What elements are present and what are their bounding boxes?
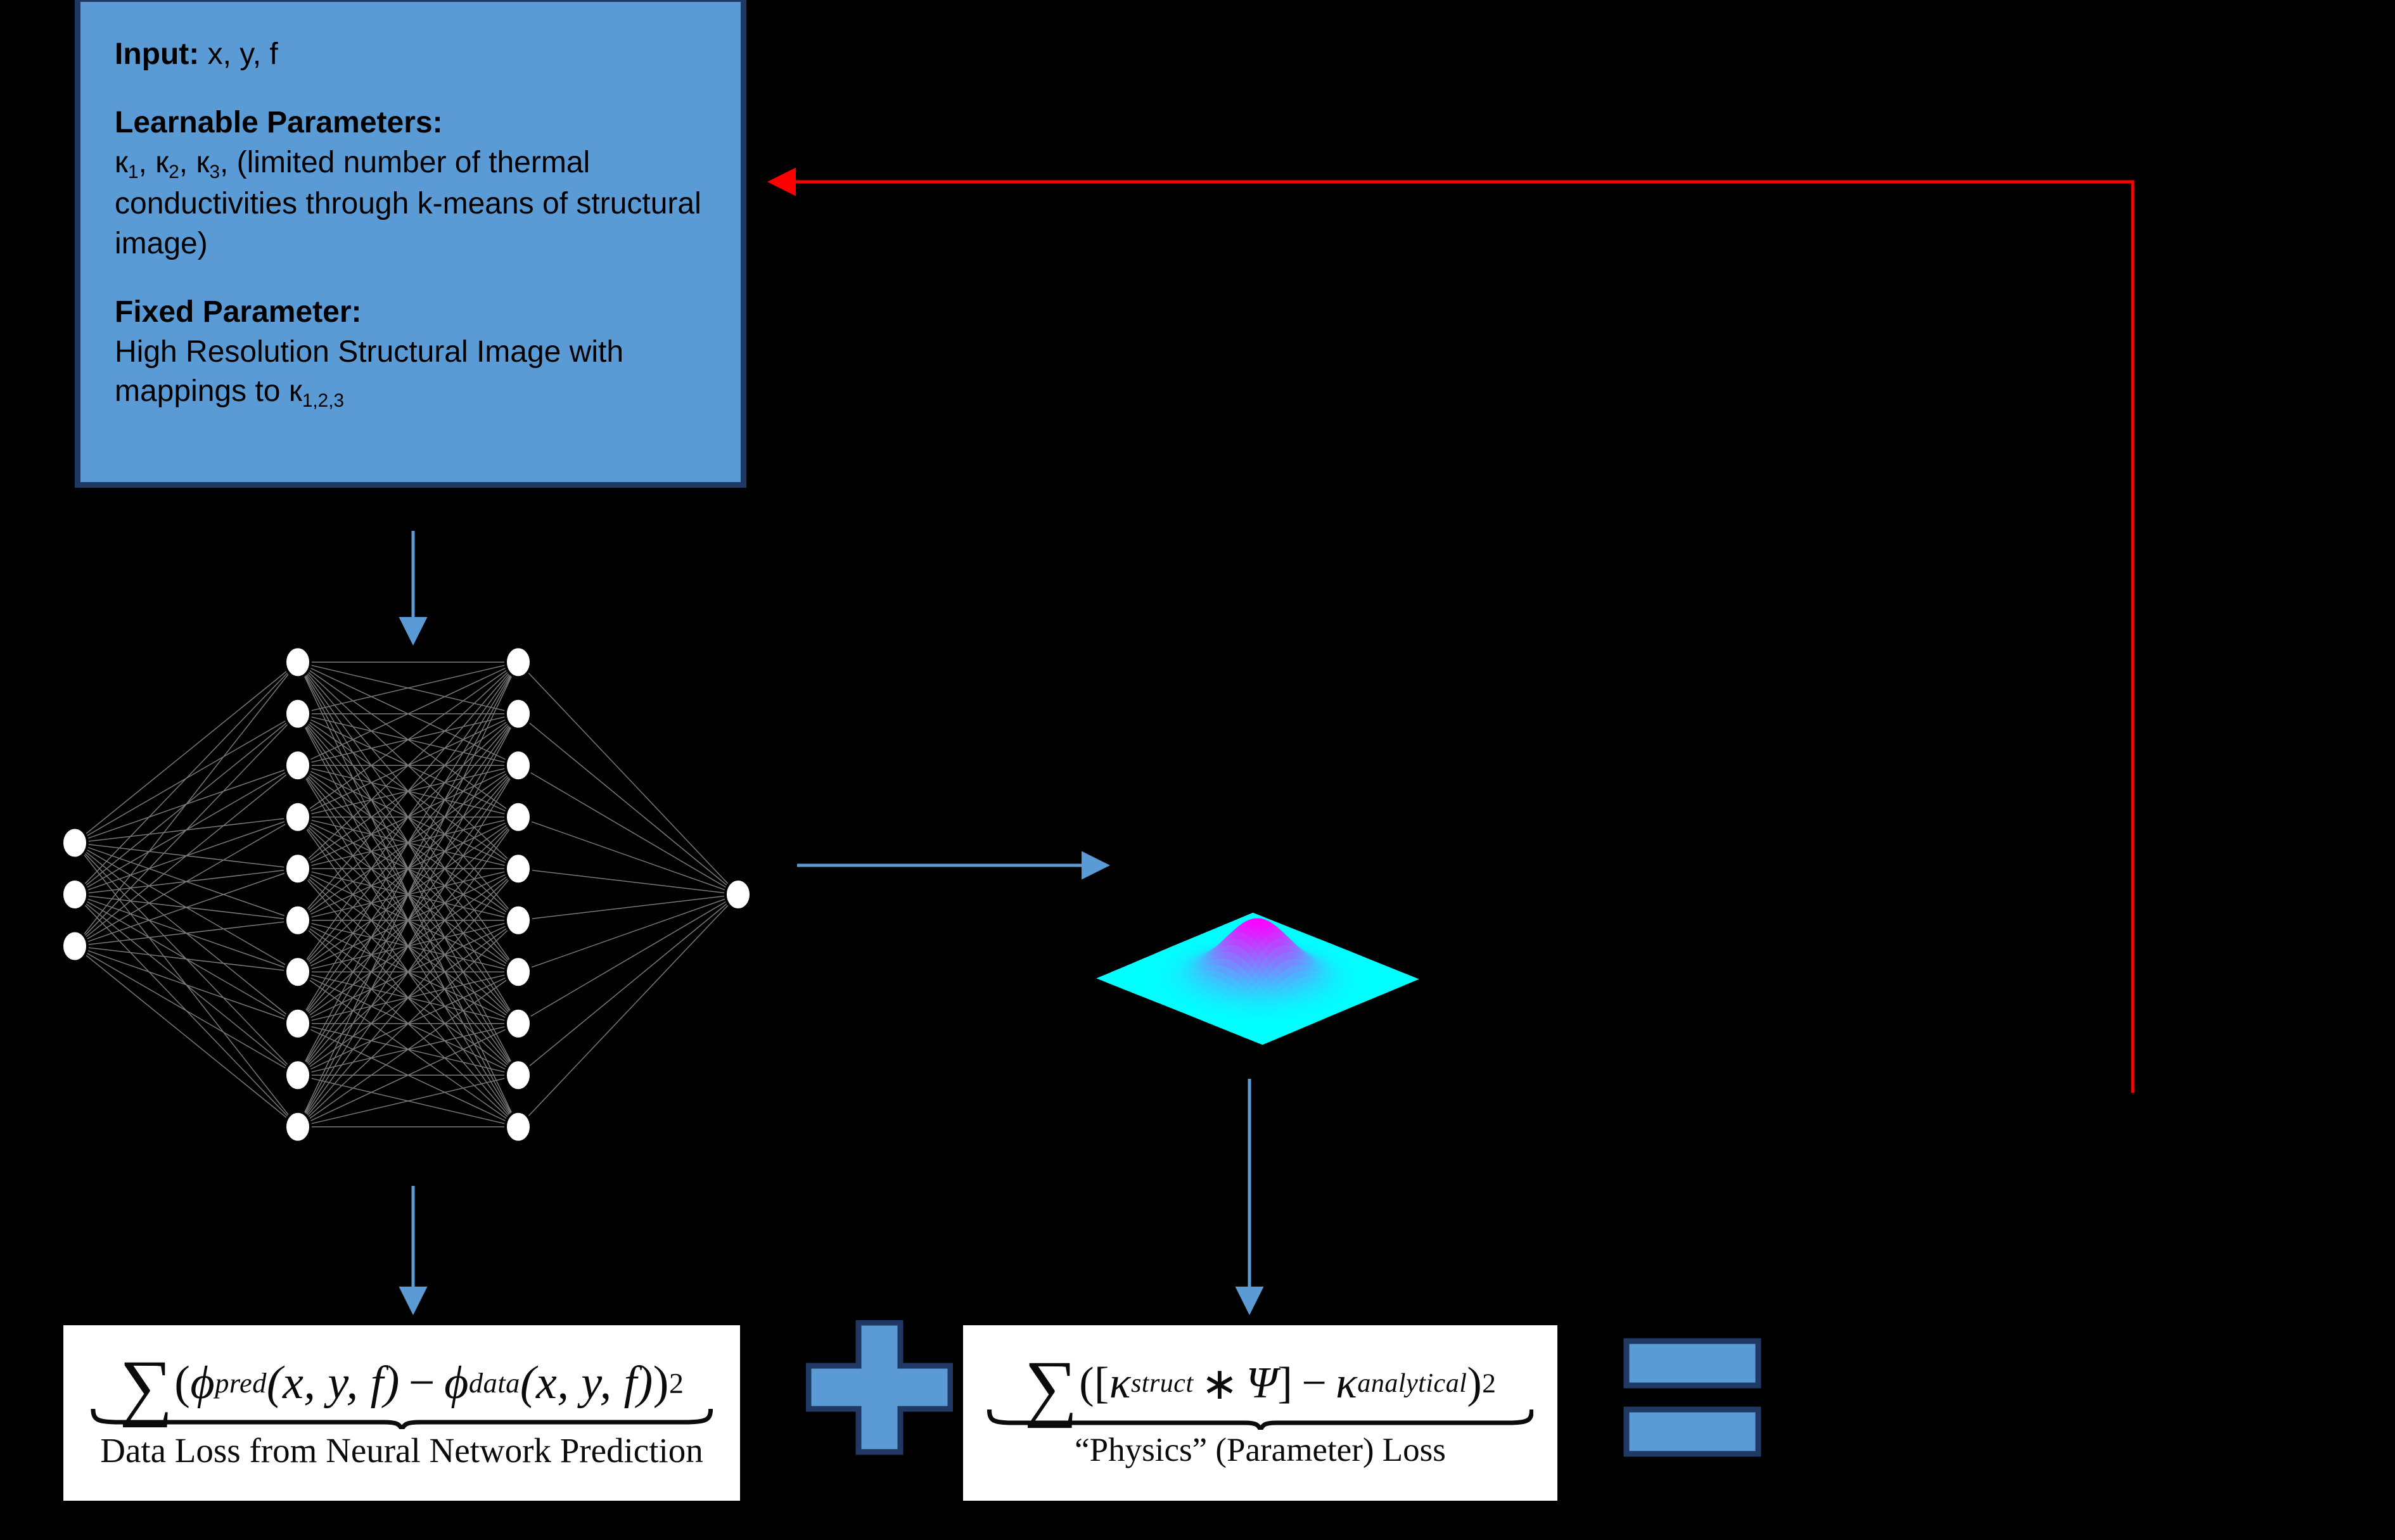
input-parameters-panel: Input: x, y, f Learnable Parameters: к1,… (75, 0, 746, 488)
learnable-parameters-text: (limited number of thermal conductivitie… (115, 145, 701, 260)
network-node-hidden-layer-2-10 (504, 1110, 532, 1143)
network-node-hidden-layer-1-1 (284, 646, 312, 679)
plus-symbol (806, 1320, 953, 1455)
network-node-hidden-layer-2-2 (504, 697, 532, 730)
summation-symbol-1: ∑ (119, 1344, 174, 1428)
learnable-parameters-block: Learnable Parameters: к1, к2, к3, (limit… (115, 106, 701, 260)
network-node-hidden-layer-2-3 (504, 749, 532, 782)
network-node-input-layer-3 (61, 929, 89, 963)
underbrace-2 (987, 1408, 1534, 1430)
network-node-hidden-layer-1-3 (284, 749, 312, 782)
kappa-3: к3 (196, 145, 220, 182)
learnable-parameters-label: Learnable Parameters: (115, 106, 443, 140)
network-node-hidden-layer-2-4 (504, 800, 532, 834)
summation-symbol-2: ∑ (1024, 1346, 1078, 1429)
network-node-hidden-layer-2-6 (504, 903, 532, 937)
network-node-hidden-layer-1-2 (284, 697, 312, 730)
input-block: Input: x, y, f (115, 35, 712, 74)
data-loss-caption: Data Loss from Neural Network Prediction (100, 1430, 703, 1470)
network-node-hidden-layer-2-9 (504, 1059, 532, 1092)
kappa-123: к1,2,3 (288, 374, 345, 411)
network-node-hidden-layer-1-7 (284, 955, 312, 989)
network-node-hidden-layer-1-8 (284, 1007, 312, 1040)
feedback-arrow (767, 167, 2135, 1093)
network-node-hidden-layer-1-6 (284, 903, 312, 937)
input-label: Input: (115, 37, 200, 71)
kappa-1: к1 (115, 145, 139, 182)
network-node-hidden-layer-1-9 (284, 1059, 312, 1092)
neural-network-graphic (61, 646, 752, 1143)
network-node-input-layer-2 (61, 878, 89, 911)
surface-cell (1258, 1041, 1267, 1045)
network-node-hidden-layer-1-4 (284, 800, 312, 834)
fixed-parameter-block: Fixed Parameter: High Resolution Structu… (115, 293, 712, 413)
network-node-input-layer-1 (61, 826, 89, 860)
input-value: x, y, f (207, 37, 278, 71)
fixed-parameter-label: Fixed Parameter: (115, 295, 362, 329)
network-node-hidden-layer-1-10 (284, 1110, 312, 1143)
gaussian-surface-plot (1096, 912, 1419, 1045)
network-node-hidden-layer-1-5 (284, 852, 312, 886)
network-node-hidden-layer-2-5 (504, 852, 532, 886)
network-node-hidden-layer-2-8 (504, 1007, 532, 1040)
underbrace-1 (91, 1408, 713, 1429)
network-node-hidden-layer-2-1 (504, 646, 532, 679)
network-node-output-layer-1 (724, 878, 752, 911)
physics-loss-caption: “Physics” (Parameter) Loss (1075, 1431, 1446, 1468)
kappa-2: к2 (155, 145, 179, 182)
equals-symbol (1623, 1338, 1761, 1457)
fixed-parameter-text: High Resolution Structural Image with ma… (115, 334, 624, 408)
network-node-hidden-layer-2-7 (504, 955, 532, 989)
